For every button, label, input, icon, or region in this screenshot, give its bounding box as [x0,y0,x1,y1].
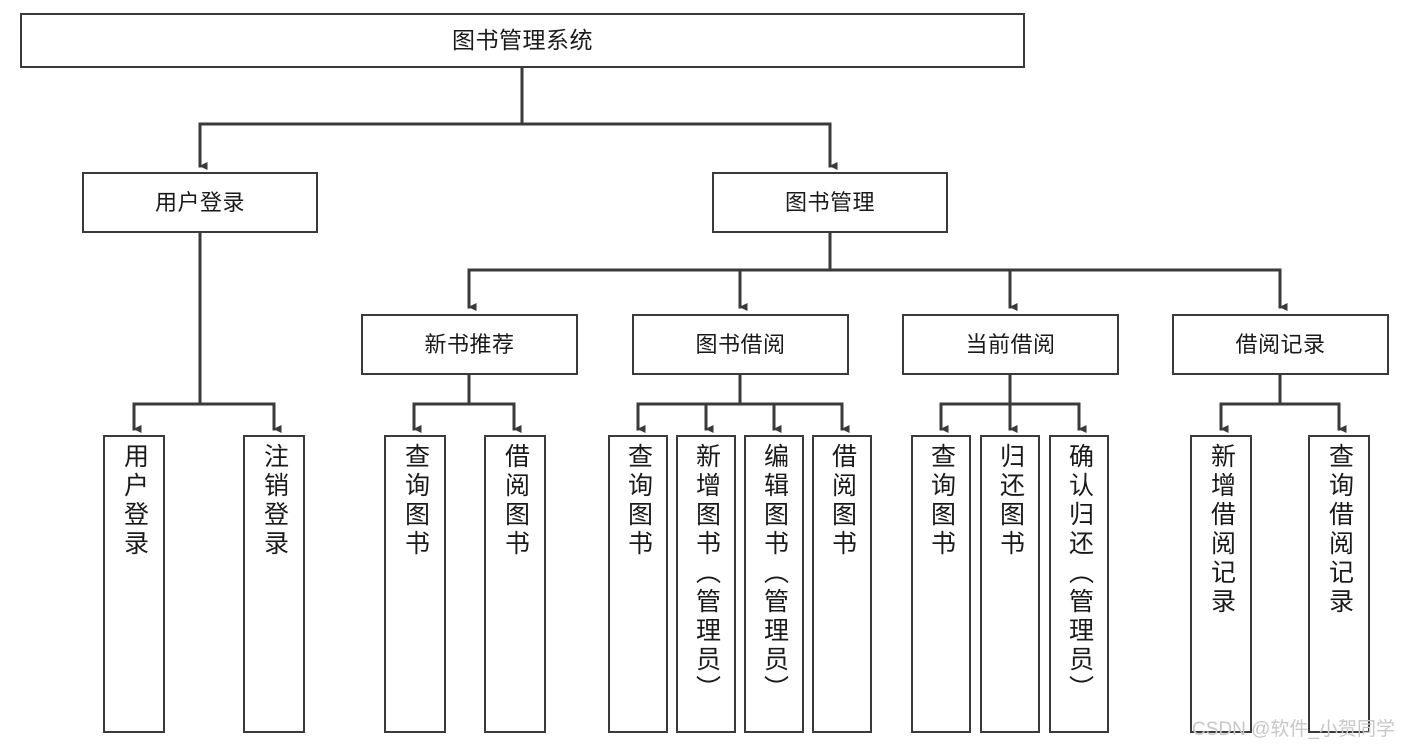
node-label: 查询借阅记录 [1325,443,1354,617]
node-book-borrow[interactable]: 图书借阅 [632,314,849,375]
node-new-book-recommend[interactable]: 新书推荐 [361,314,578,375]
node-label: 新增借阅记录 [1207,443,1236,617]
leaf-query-book-current[interactable]: 查询图书 [911,435,971,733]
node-user-login[interactable]: 用户登录 [82,172,318,233]
node-label: 新书推荐 [424,331,515,357]
leaf-return-book[interactable]: 归还图书 [980,435,1040,733]
node-label: 新增图书（管理员） [692,443,721,704]
node-label: 借阅记录 [1235,331,1326,357]
node-label: 查询图书 [624,443,653,559]
node-label: 查询图书 [401,443,430,559]
leaf-confirm-return-admin[interactable]: 确认归还（管理员） [1049,435,1109,733]
node-label: 注销登录 [260,443,289,559]
node-label: 查询图书 [927,443,956,559]
leaf-edit-book-admin[interactable]: 编辑图书（管理员） [744,435,804,733]
node-borrow-record[interactable]: 借阅记录 [1172,314,1389,375]
leaf-query-book-borrow[interactable]: 查询图书 [608,435,668,733]
node-label: 借阅图书 [828,443,857,559]
node-label: 图书管理系统 [452,26,593,53]
node-label: 当前借阅 [965,331,1056,357]
node-root-book-management-system[interactable]: 图书管理系统 [20,13,1025,68]
leaf-add-borrow-record[interactable]: 新增借阅记录 [1190,435,1252,733]
leaf-add-book-admin[interactable]: 新增图书（管理员） [676,435,736,733]
leaf-logout[interactable]: 注销登录 [243,435,305,733]
node-label: 用户登录 [154,189,245,215]
node-current-borrow[interactable]: 当前借阅 [902,314,1119,375]
leaf-borrow-book[interactable]: 借阅图书 [812,435,872,733]
watermark-csdn: CSDN @软件_小贺同学 [1192,719,1395,740]
node-label: 借阅图书 [501,443,530,559]
node-label: 确认归还（管理员） [1065,443,1094,704]
leaf-query-borrow-record[interactable]: 查询借阅记录 [1308,435,1370,733]
leaf-query-book-recommend[interactable]: 查询图书 [384,435,446,733]
node-book-management[interactable]: 图书管理 [712,172,948,233]
node-label: 用户登录 [120,443,149,559]
leaf-user-login[interactable]: 用户登录 [103,435,165,733]
node-label: 编辑图书（管理员） [760,443,789,704]
node-label: 图书借阅 [695,331,786,357]
node-label: 归还图书 [996,443,1025,559]
leaf-borrow-book-recommend[interactable]: 借阅图书 [484,435,546,733]
node-label: 图书管理 [784,189,875,215]
